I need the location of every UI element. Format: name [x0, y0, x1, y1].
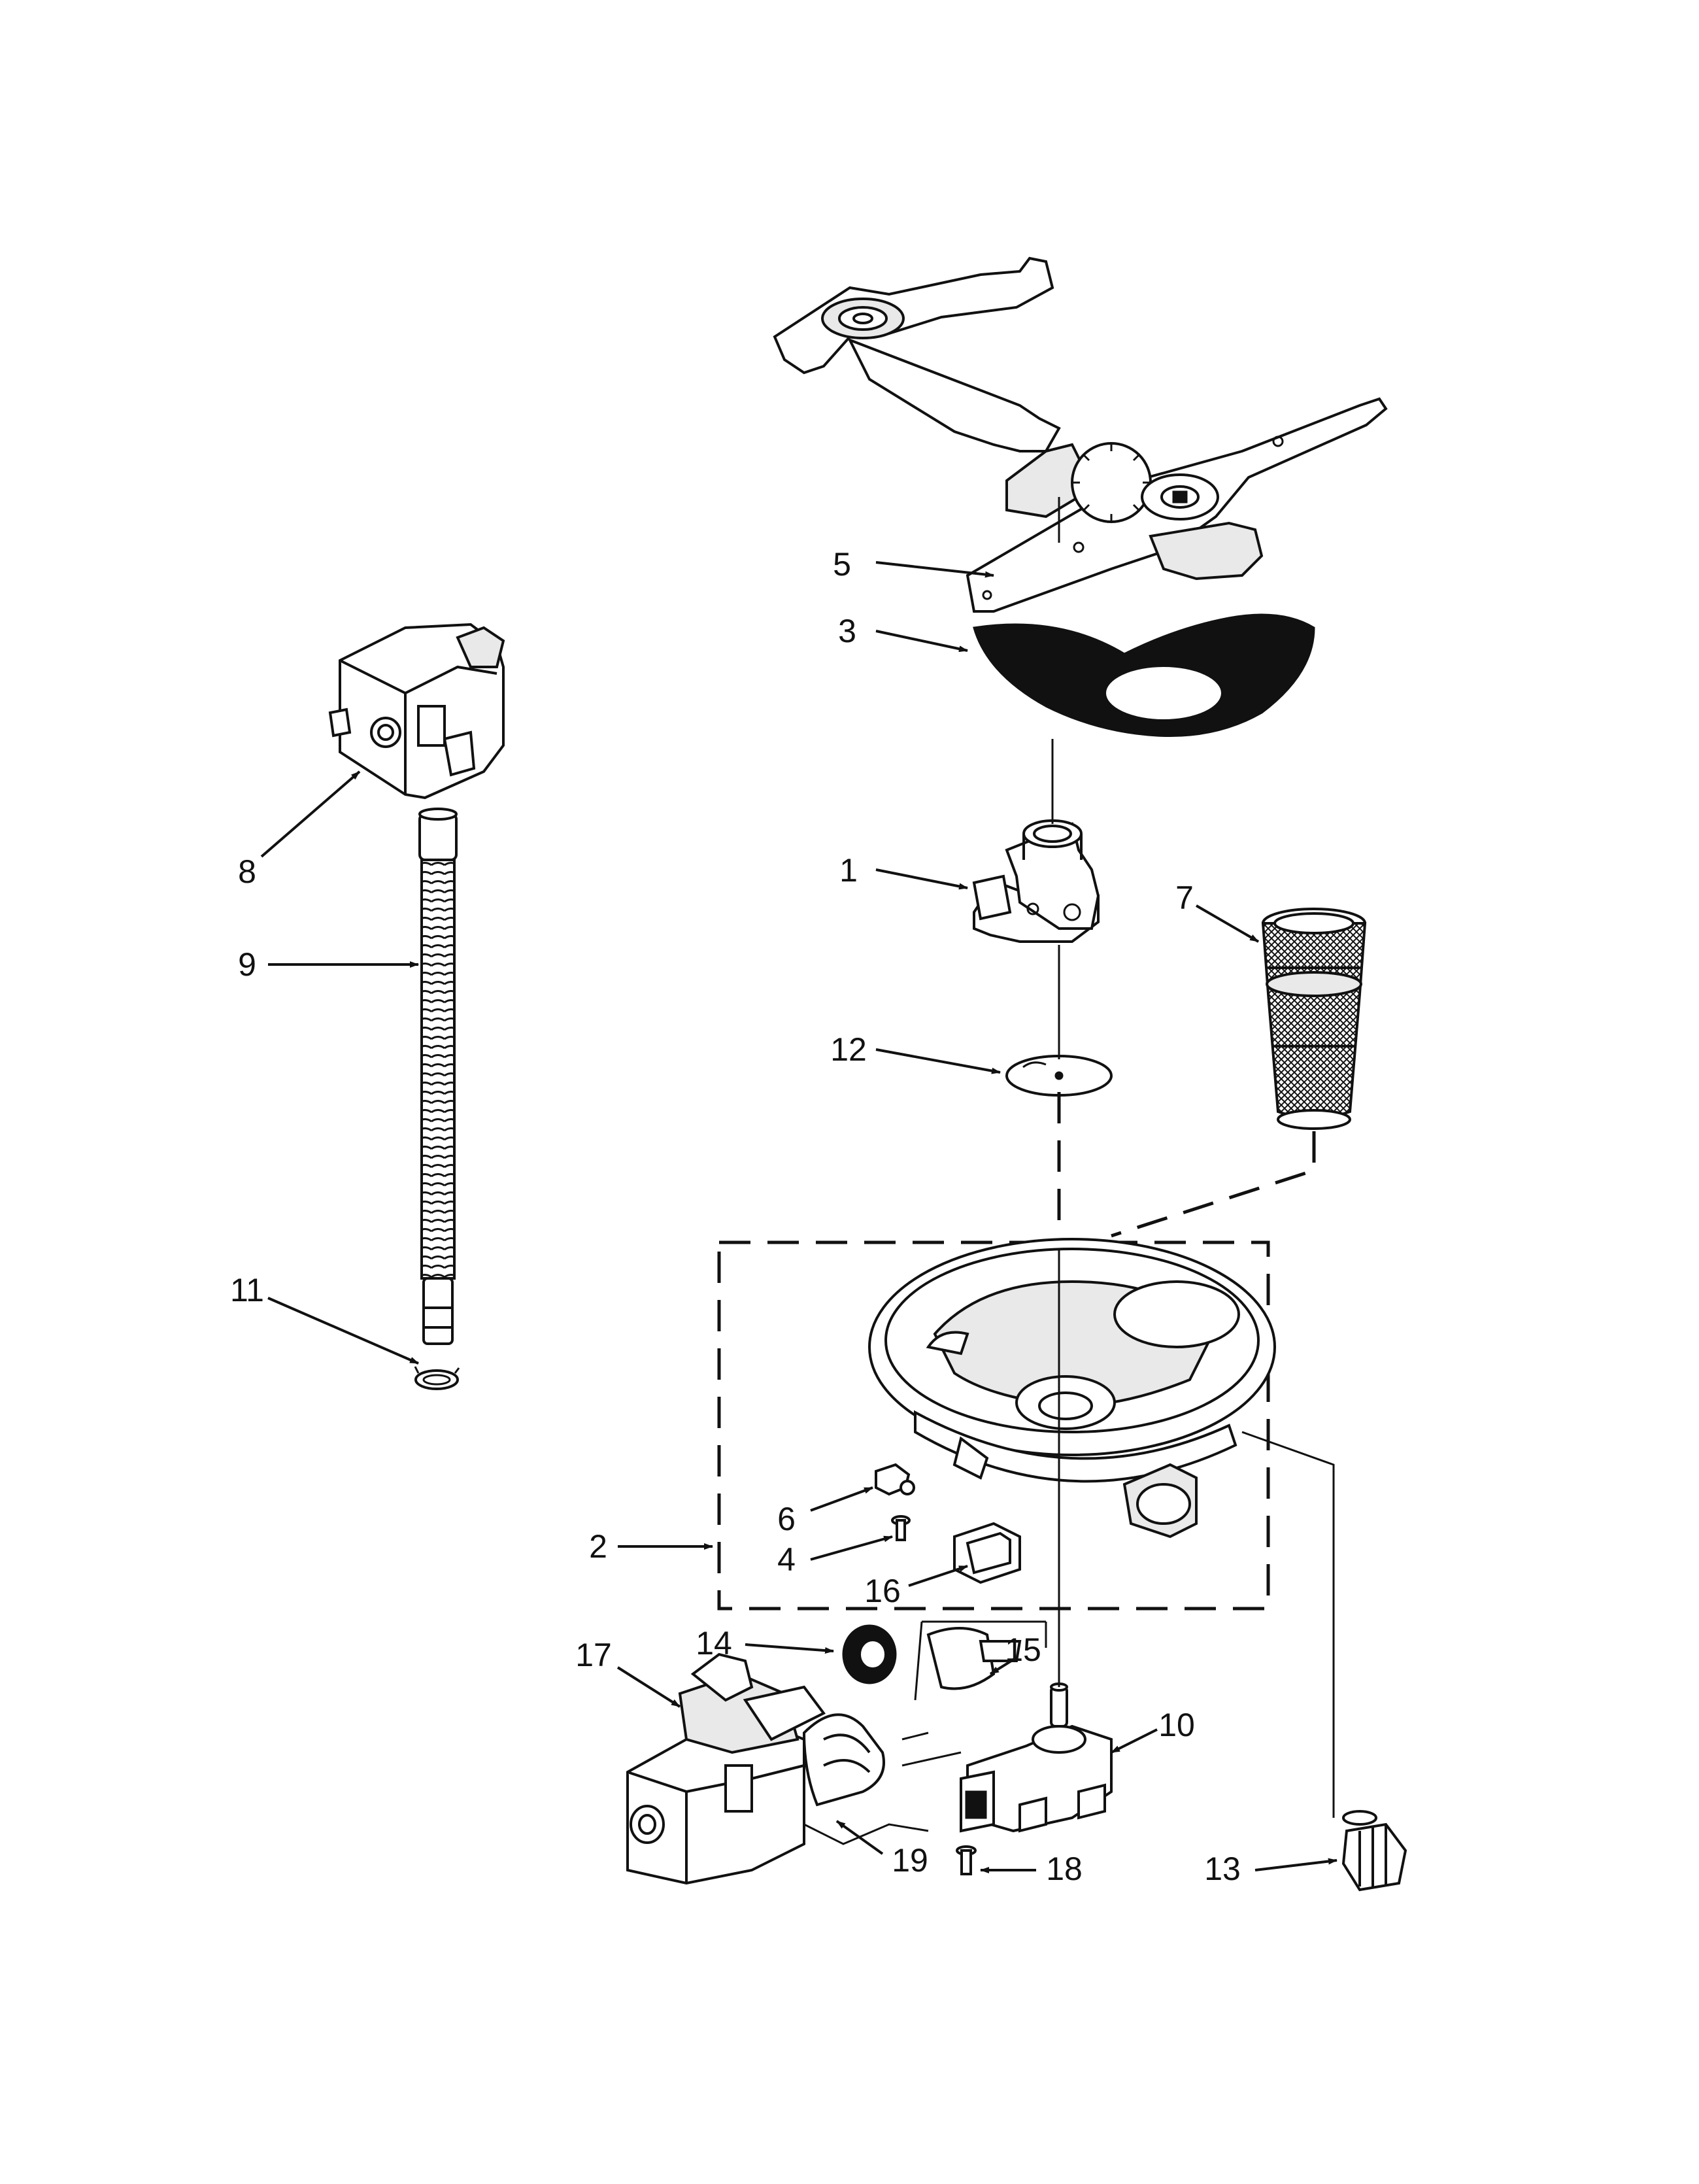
hose-part [418, 808, 458, 1345]
callout-labels: 5 3 1 7 8 9 11 12 2 6 4 16 14 15 17 19 1… [230, 546, 1241, 1887]
callout-7: 7 [1175, 879, 1194, 916]
screw-part [891, 1515, 911, 1541]
callout-16: 16 [864, 1573, 901, 1609]
callout-2: 2 [589, 1528, 607, 1565]
clamp-part [914, 1620, 1047, 1701]
spray-arm-part [773, 256, 1388, 613]
inlet-hose-part [802, 1713, 962, 1845]
callout-10: 10 [1158, 1707, 1195, 1743]
filter-shield-part [973, 613, 1315, 738]
callout-3: 3 [838, 613, 856, 649]
sensor-part [1341, 1810, 1407, 1892]
callout-18: 18 [1046, 1851, 1083, 1887]
disc-part [1005, 1055, 1113, 1097]
callout-15: 15 [1005, 1631, 1041, 1668]
sensor-bracket-part [875, 1463, 915, 1496]
callout-12: 12 [830, 1031, 867, 1068]
callout-13: 13 [1204, 1851, 1241, 1887]
screw-part-18 [956, 1845, 977, 1875]
sump-part [868, 1238, 1276, 1539]
hose-clamp-part [414, 1366, 460, 1390]
pump-housing-part [328, 623, 505, 800]
drain-pump-part [626, 1652, 826, 1885]
callout-9: 9 [238, 946, 256, 983]
callout-1: 1 [839, 852, 858, 889]
callout-leaders [260, 561, 1337, 1873]
callout-17: 17 [575, 1637, 612, 1673]
diverter-motor-part [960, 1682, 1113, 1833]
callout-14: 14 [696, 1625, 732, 1662]
callout-8: 8 [238, 853, 256, 890]
connector-lines [1051, 497, 1335, 1818]
callout-6: 6 [777, 1501, 796, 1537]
callout-4: 4 [777, 1541, 796, 1578]
connector-cover-part [953, 1522, 1021, 1584]
callout-5: 5 [833, 546, 851, 583]
upper-housing-part [972, 819, 1100, 943]
filter-cup-part [1261, 908, 1367, 1130]
callout-19: 19 [892, 1842, 928, 1879]
seal-ring-part [842, 1624, 897, 1684]
callout-11: 11 [230, 1272, 264, 1308]
